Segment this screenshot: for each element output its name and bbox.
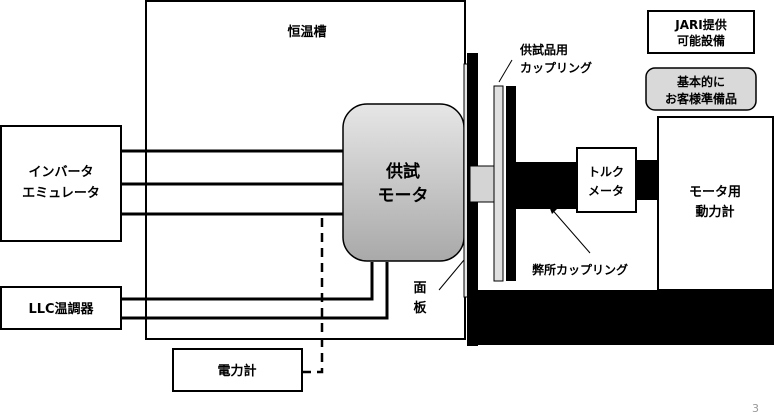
- torque-meter-label-line2: メータ: [588, 184, 624, 198]
- power-meter-box: [172, 348, 303, 392]
- jari-coupling-shaft: [516, 162, 577, 209]
- thermostatic-chamber-label: 恒温槽: [287, 24, 326, 40]
- dut-motor-label-line1: 供試: [385, 161, 420, 182]
- power-meter-dashed-link: [302, 214, 324, 374]
- coolant-line-2: [121, 262, 389, 320]
- inverter-emulator-box: [0, 125, 122, 242]
- page-number: 3: [752, 402, 759, 415]
- motor-shaft: [469, 165, 495, 203]
- torque-meter-label-line1: トルク: [588, 165, 624, 179]
- llc-controller-label: LLC温調器: [28, 301, 94, 317]
- power-meter-label: 電力計: [217, 363, 256, 379]
- legend-customer-prepared-line1: 基本的に: [676, 74, 725, 89]
- dut-coupling: [493, 85, 504, 282]
- face-plate-pointer: [438, 259, 465, 291]
- bedplate: [467, 290, 774, 345]
- dynamometer-box: [657, 116, 774, 291]
- jari-coupling-pointer-head: [549, 206, 557, 214]
- jari-coupling-disc: [506, 86, 516, 281]
- legend-jari-provided: [647, 10, 755, 54]
- dut-coupling-label-line1: 供試品用: [519, 42, 568, 57]
- legend-jari-provided-line1: JARI提供: [674, 17, 726, 32]
- dut-motor-box: [342, 103, 465, 262]
- inverter-emulator-label-line1: インバータ: [28, 165, 93, 180]
- dut-motor-label-line2: モータ: [378, 186, 429, 206]
- face-plate-label-line2: 板: [413, 300, 427, 316]
- legend-customer-prepared-line2: お客様準備品: [665, 91, 737, 106]
- dut-coupling-pointer: [498, 59, 513, 83]
- torque-meter-box: [576, 147, 637, 213]
- inverter-emulator-label-line2: エミュレータ: [22, 186, 100, 201]
- coolant-line-1: [121, 262, 374, 301]
- dynamometer-label-line2: 動力計: [695, 204, 734, 220]
- jari-coupling-pointer: [548, 205, 591, 254]
- legend-jari-provided-line2: 可能設備: [677, 33, 725, 48]
- legend-customer-prepared: [645, 67, 757, 111]
- torque-to-dyno-shaft: [636, 160, 658, 200]
- jari-coupling-label: 弊所カップリング: [532, 262, 628, 277]
- llc-controller-box: [0, 286, 122, 330]
- dut-coupling-label-line2: カップリング: [520, 60, 592, 75]
- face-plate-label-line1: 面: [413, 281, 426, 296]
- dynamometer-label-line1: モータ用: [689, 185, 741, 200]
